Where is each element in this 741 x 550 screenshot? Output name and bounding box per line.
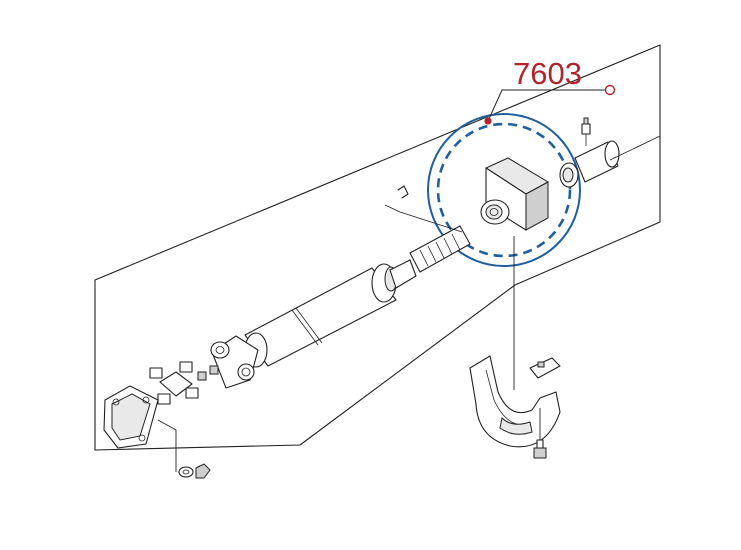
universal-joint-spider[interactable]: [149, 361, 199, 405]
bracket-clip[interactable]: [529, 357, 561, 379]
part-number-label[interactable]: 7603: [513, 56, 582, 91]
splined-shaft[interactable]: [409, 225, 471, 273]
flange-hardware-leader: [157, 419, 177, 472]
bracket-bolt[interactable]: [533, 439, 547, 459]
highlight-outer-ring: [427, 113, 581, 267]
driveshaft-tube[interactable]: [244, 259, 417, 368]
clip-leader: [384, 204, 463, 233]
bearing-support-bracket[interactable]: [469, 355, 561, 448]
center-bearing-assembly[interactable]: [480, 157, 550, 231]
callout-end-circle-icon: [604, 84, 616, 96]
snap-clip[interactable]: [397, 185, 409, 199]
highlight-dashed-ring: [436, 122, 572, 258]
grease-fitting[interactable]: [581, 117, 591, 146]
front-stub-shaft[interactable]: [559, 135, 661, 188]
tube-yoke[interactable]: [210, 335, 259, 389]
companion-flange[interactable]: [103, 385, 159, 449]
flange-nut-and-washer[interactable]: [178, 463, 211, 479]
yoke-bolts[interactable]: [197, 365, 219, 381]
leader-dot-icon: [484, 117, 492, 125]
callout-leader-line: [487, 89, 605, 122]
